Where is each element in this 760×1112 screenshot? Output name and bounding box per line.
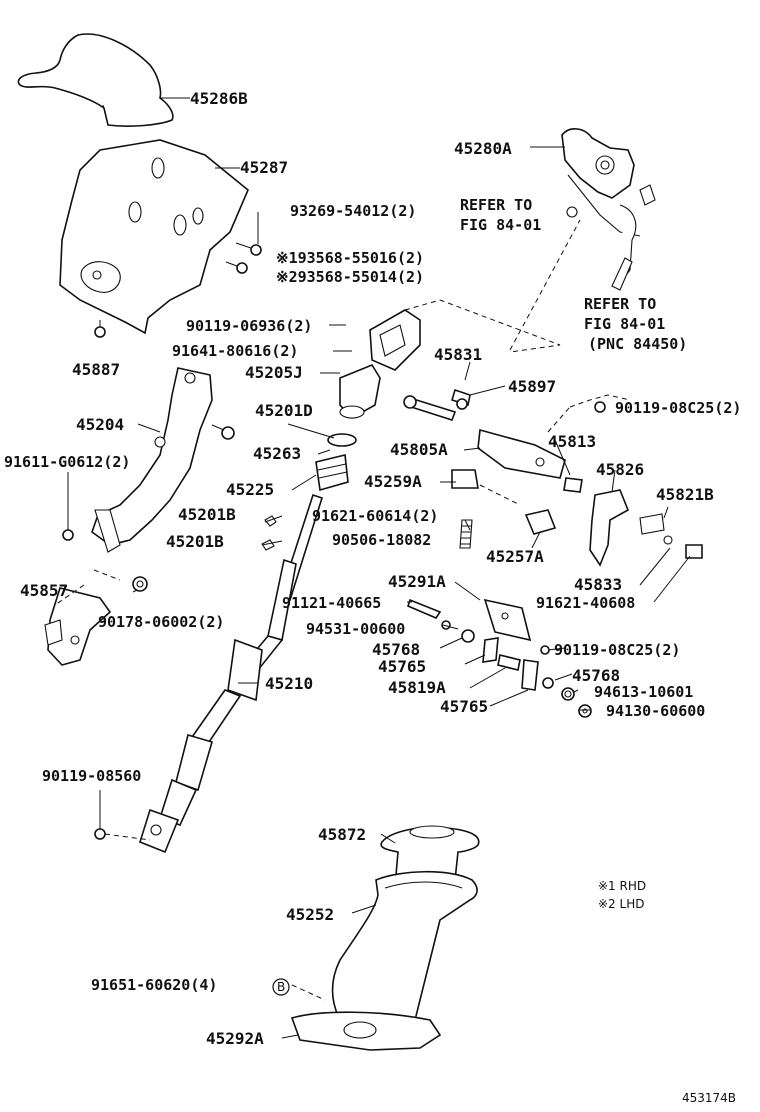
label-45833: 45833 — [574, 575, 622, 594]
snap-ring-part[interactable] — [261, 515, 277, 551]
label-45287: 45287 — [240, 158, 288, 177]
legend-rhd: ※1 RHD — [598, 879, 646, 893]
label-45821B: 45821B — [656, 485, 714, 504]
lock-bolt-part[interactable] — [407, 598, 442, 619]
label-45765-a: 45765 — [378, 657, 426, 676]
label-45263: 45263 — [253, 444, 301, 463]
label-90119-08C25-b: 90119-08C25(2) — [554, 641, 680, 659]
column-lower-bracket-part[interactable] — [44, 587, 112, 666]
label-45765-b: 45765 — [440, 697, 488, 716]
lock-bracket-part[interactable] — [483, 598, 532, 642]
lock-pin-part[interactable] — [497, 654, 521, 671]
tilt-bolt-part[interactable] — [685, 544, 703, 559]
column-washer-part[interactable] — [132, 576, 148, 592]
lock-collar-part[interactable] — [461, 629, 475, 643]
label-45857: 45857 — [20, 581, 68, 600]
boot-retainer-part[interactable] — [290, 1011, 442, 1051]
upper-column-cover-part[interactable] — [17, 33, 174, 127]
steering-shaft-part[interactable] — [139, 493, 323, 854]
label-90119-08560: 90119-08560 — [42, 767, 141, 785]
ignition-lock-assembly-part[interactable] — [561, 128, 656, 291]
lock-washer-a-part[interactable] — [542, 677, 554, 689]
label-45225: 45225 — [226, 480, 274, 499]
label-45204: 45204 — [76, 415, 124, 434]
label-91121: 91121-40665 — [282, 594, 381, 612]
lock-nut-b-part[interactable] — [578, 704, 592, 718]
tilt-spring-part[interactable] — [459, 519, 473, 549]
label-45286B: 45286B — [190, 89, 248, 108]
shaft-bolt-part[interactable] — [94, 790, 151, 841]
label-45831: 45831 — [434, 345, 482, 364]
lock-spring-a-part[interactable] — [482, 637, 499, 663]
label-91611: 91611-G0612(2) — [4, 453, 130, 471]
label-45280A: 45280A — [454, 139, 512, 158]
tilt-sleeve-part[interactable] — [524, 509, 557, 535]
label-293568: ※293568-55014(2) — [276, 268, 424, 286]
column-bolt-part[interactable] — [403, 395, 457, 421]
bracket-screw-part[interactable] — [62, 472, 74, 541]
label-90119-06936: 90119-06936(2) — [186, 317, 312, 335]
tilt-pin-part[interactable] — [563, 477, 583, 493]
label-94130: 94130-60600 — [606, 702, 705, 720]
lock-washer-b-part[interactable] — [561, 687, 575, 701]
label-90119-08C25-a: 90119-08C25(2) — [615, 399, 741, 417]
label-45819A: 45819A — [388, 678, 446, 697]
bracket-bolt-part[interactable] — [451, 388, 471, 410]
refer-note-b-line3: (PNC 84450) — [588, 335, 687, 353]
label-94613: 94613-10601 — [594, 683, 693, 701]
label-45257A: 45257A — [486, 547, 544, 566]
tilt-lever-part[interactable] — [589, 489, 630, 567]
label-91621-60614: 91621-60614(2) — [312, 507, 438, 525]
column-tube-upper-part[interactable] — [339, 309, 421, 420]
label-45813: 45813 — [548, 432, 596, 451]
label-45201B-b: 45201B — [166, 532, 224, 551]
label-45768-b: 45768 — [572, 666, 620, 685]
cover-screw-pair[interactable] — [94, 242, 262, 338]
tilt-washer-part[interactable] — [663, 535, 673, 545]
label-45872: 45872 — [318, 825, 366, 844]
label-45887: 45887 — [72, 360, 120, 379]
label-45201D: 45201D — [255, 401, 313, 420]
lower-column-cover-part[interactable] — [59, 139, 249, 335]
lock-nut-part[interactable] — [441, 620, 451, 630]
label-193568: ※193568-55016(2) — [276, 249, 424, 267]
refer-note-a-line1: REFER TO — [460, 196, 532, 214]
label-45210: 45210 — [265, 674, 313, 693]
column-ring-part[interactable] — [327, 433, 357, 447]
label-91621-40608: 91621-40608 — [536, 594, 635, 612]
label-45259A: 45259A — [364, 472, 422, 491]
label-90178: 90178-06002(2) — [98, 613, 224, 631]
label-45897: 45897 — [508, 377, 556, 396]
label-45291A: 45291A — [388, 572, 446, 591]
refer-note-b-line2: FIG 84-01 — [584, 315, 665, 333]
label-93269: 93269-54012(2) — [290, 202, 416, 220]
column-bushing-part[interactable] — [315, 454, 349, 492]
label-94531: 94531-00600 — [306, 620, 405, 638]
label-45768-a: 45768 — [372, 640, 420, 659]
label-45805A: 45805A — [390, 440, 448, 459]
label-91651: 91651-60620(4) — [91, 976, 217, 994]
tilt-stopper-part[interactable] — [451, 469, 479, 489]
label-45252: 45252 — [286, 905, 334, 924]
reference-marker-b: B — [272, 978, 290, 996]
refer-note-b-line1: REFER TO — [584, 295, 656, 313]
figure-code: 453174B — [682, 1091, 736, 1105]
label-45826: 45826 — [596, 460, 644, 479]
steering-boot-part[interactable] — [331, 870, 478, 1021]
label-45201B-a: 45201B — [178, 505, 236, 524]
tilt-small-bolt-part[interactable] — [594, 401, 606, 413]
column-bracket-part[interactable] — [91, 367, 235, 553]
legend-lhd: ※2 LHD — [598, 897, 644, 911]
label-90506: 90506-18082 — [332, 531, 431, 549]
svg-text:B: B — [277, 980, 285, 994]
lock-small-bolt-part[interactable] — [540, 645, 550, 655]
tilt-clip-part[interactable] — [639, 513, 665, 535]
refer-note-a-line2: FIG 84-01 — [460, 216, 541, 234]
label-45292A: 45292A — [206, 1029, 264, 1048]
label-45205J: 45205J — [245, 363, 303, 382]
lock-spring-b-part[interactable] — [521, 659, 539, 691]
label-91641: 91641-80616(2) — [172, 342, 298, 360]
